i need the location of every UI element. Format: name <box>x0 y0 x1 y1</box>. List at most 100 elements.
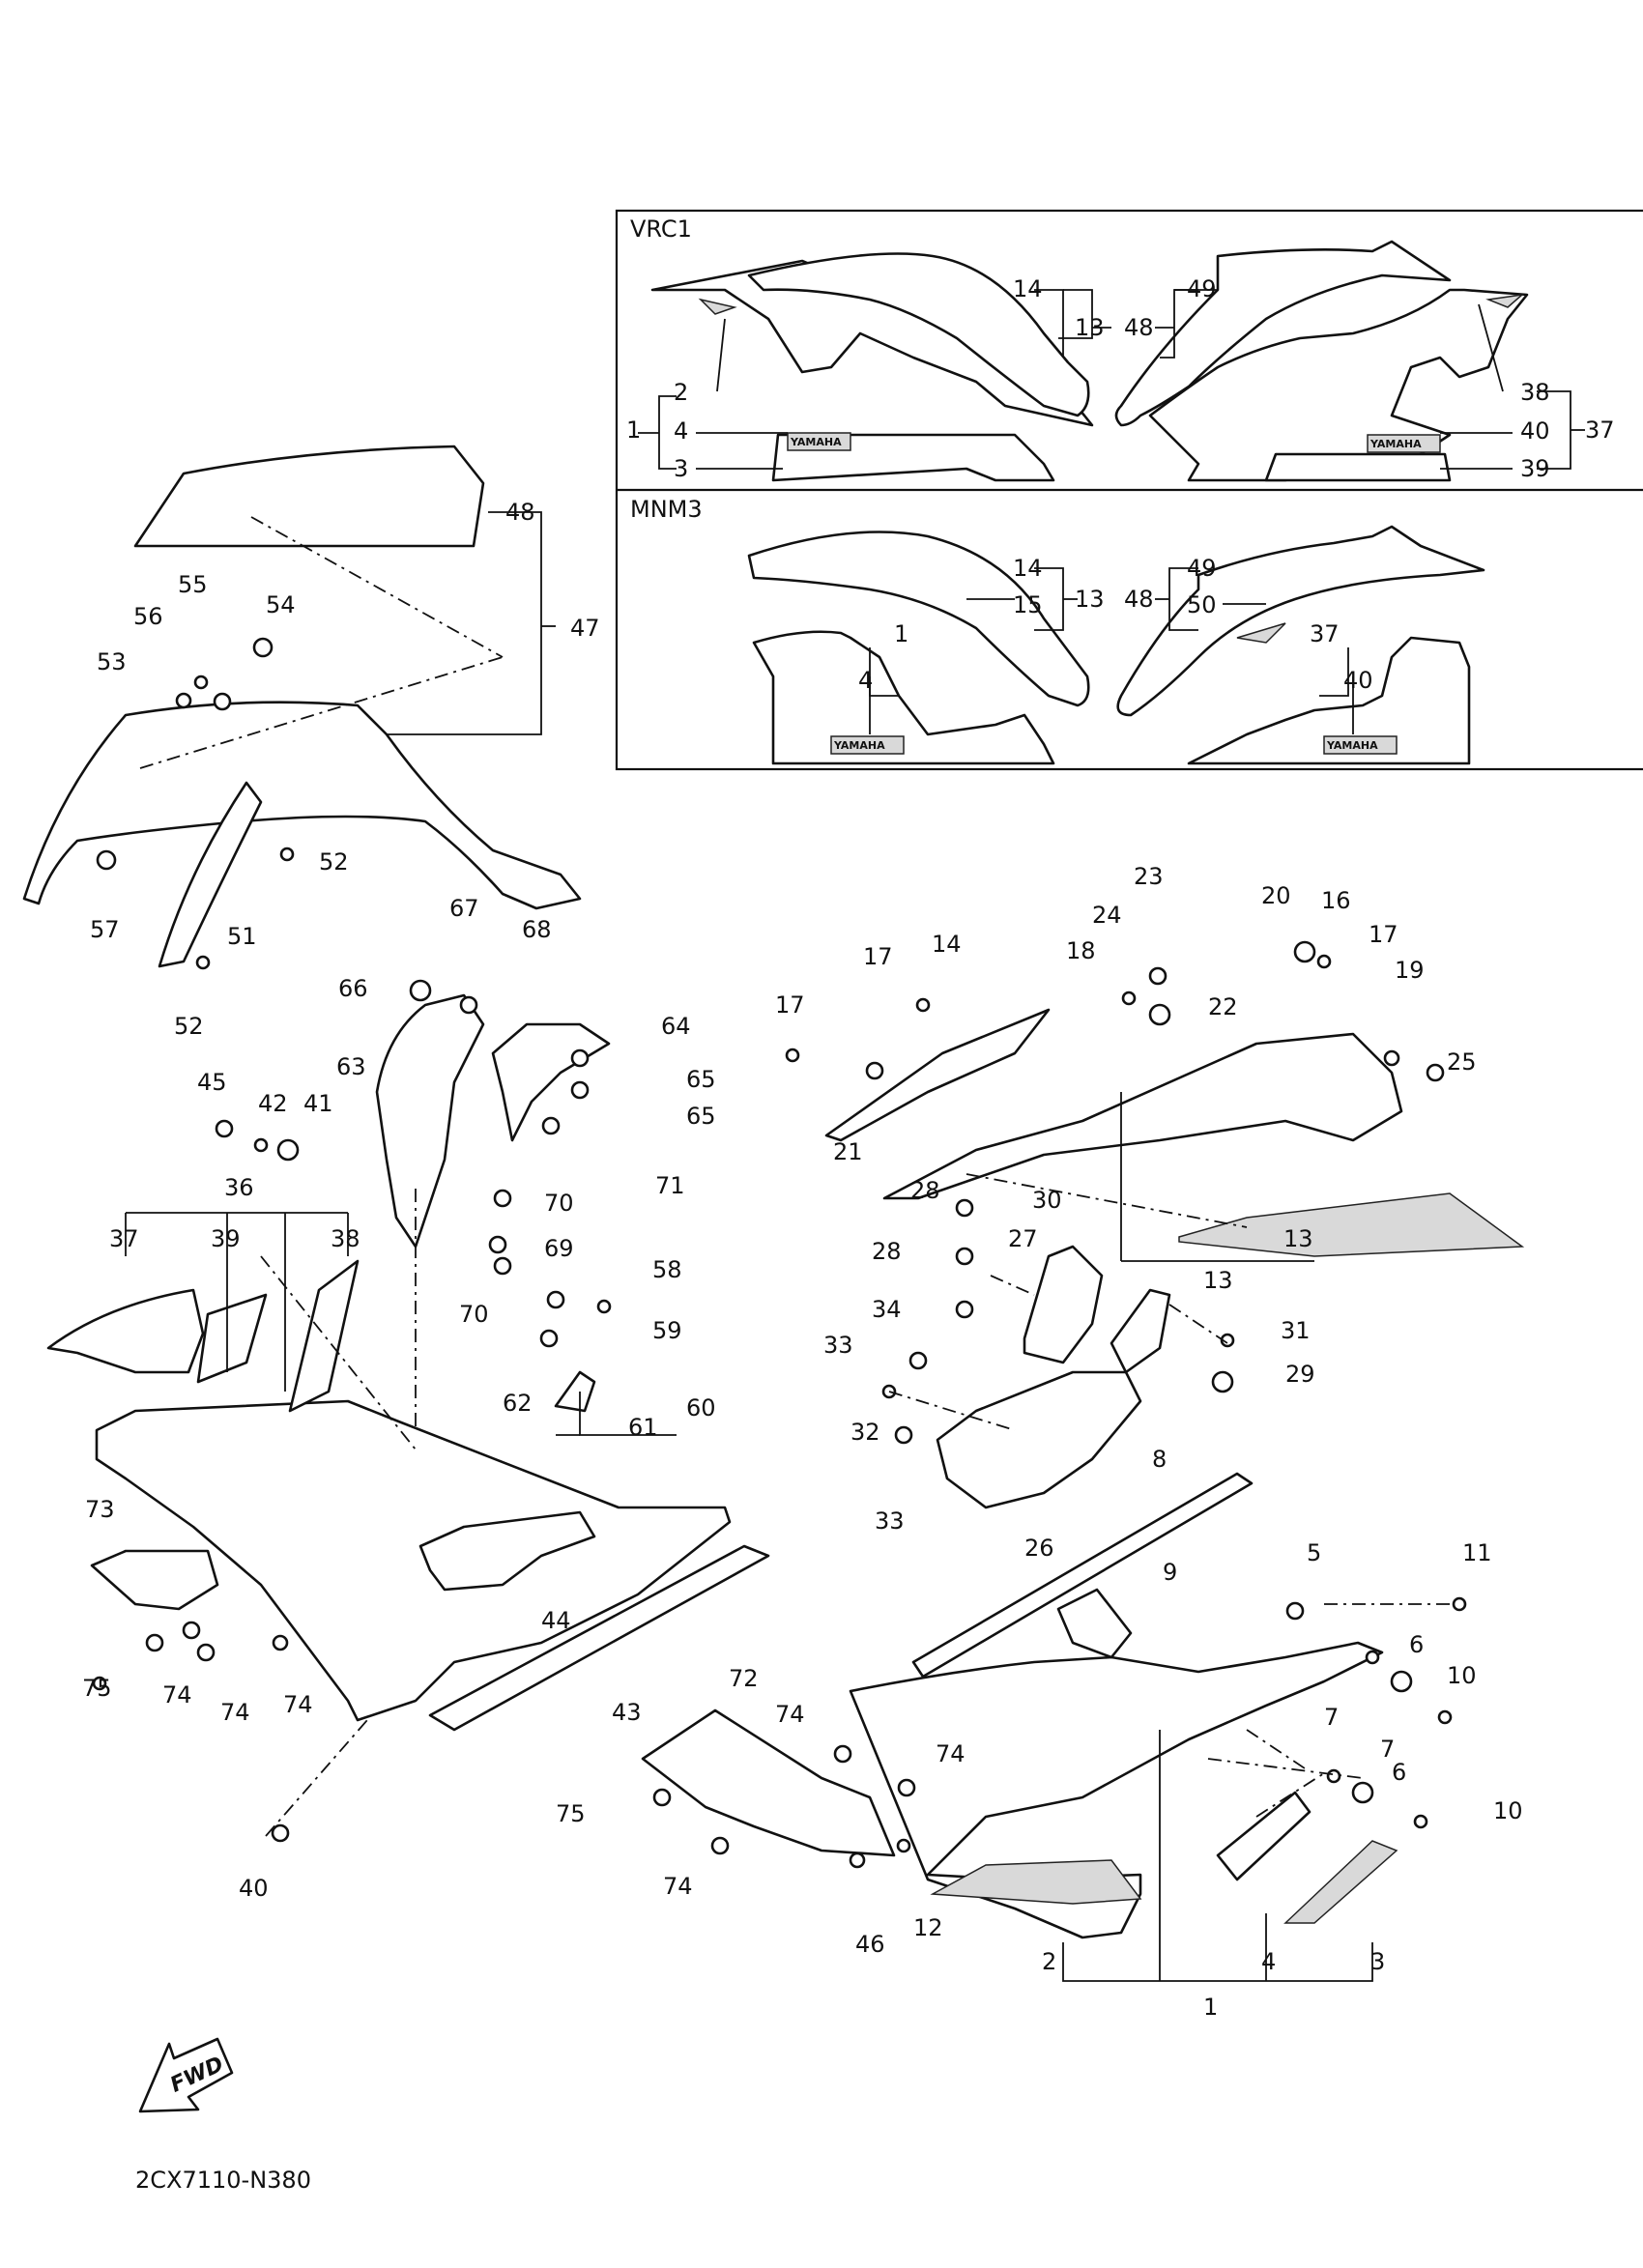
callout-16: 14 <box>932 931 962 958</box>
callout-57: 57 <box>90 916 120 943</box>
decal-3 <box>1283 1840 1398 1924</box>
callout-51: 51 <box>227 923 257 950</box>
mnm3-label-37: 37 <box>1310 620 1340 647</box>
vrc1-label-48: 48 <box>1124 314 1154 341</box>
callout-67: 67 <box>449 895 479 922</box>
fwd-arrow: FWD <box>138 2037 234 2113</box>
callout-41: 40 <box>239 1875 269 1902</box>
callout-9: 9 <box>1163 1559 1177 1586</box>
mnm3-label-1: 1 <box>894 620 908 647</box>
lower-fairing-1 <box>849 1641 1384 1939</box>
duct-28 <box>936 1370 1142 1509</box>
callout-13: 13 <box>1203 1267 1233 1294</box>
air-duct-45 <box>418 1510 596 1592</box>
callout-25: 23 <box>1134 863 1164 890</box>
callout-48: 47 <box>570 615 600 642</box>
vrc1-left-cowl: YAMAHA <box>650 252 1094 482</box>
callout-72: 72 <box>729 1665 759 1692</box>
callout-74-e: 74 <box>936 1740 966 1767</box>
callout-labels: 48 47 55 56 53 54 52 57 51 52 67 68 66 6… <box>82 499 1523 2021</box>
callout-43: 42 <box>258 1090 288 1117</box>
callout-55: 55 <box>178 571 208 598</box>
callout-26: 24 <box>1092 902 1122 929</box>
vrc1-label-39: 39 <box>1520 455 1550 482</box>
decal-4-yamaha <box>1216 1791 1312 1881</box>
vrc1-right-cowl: YAMAHA <box>1114 240 1529 482</box>
callout-74-f: 74 <box>663 1873 693 1900</box>
callout-3: 3 <box>1370 1948 1385 1975</box>
callout-60: 60 <box>686 1394 716 1421</box>
side-fairing-22 <box>882 1032 1403 1200</box>
bracket-31 <box>1110 1288 1171 1374</box>
callout-7-b: 7 <box>1380 1736 1395 1763</box>
decal-39 <box>288 1259 360 1413</box>
callout-61: 61 <box>628 1414 658 1441</box>
vrc1-label-40: 40 <box>1520 417 1550 445</box>
callout-73: 73 <box>85 1496 115 1523</box>
callout-63: 63 <box>336 1053 366 1080</box>
callout-70-a: 70 <box>544 1190 574 1217</box>
callout-33: 31 <box>1281 1317 1311 1344</box>
callout-6-b: 6 <box>1392 1759 1406 1786</box>
callout-17: 16 <box>1321 887 1351 914</box>
main-parts <box>22 445 1525 1939</box>
variant-code-mnm3: MNM3 <box>630 496 703 523</box>
callout-31: 29 <box>1285 1361 1315 1388</box>
callout-52-upper: 52 <box>319 848 349 876</box>
callout-45: 44 <box>541 1607 571 1634</box>
mnm3-label-4: 4 <box>858 667 873 694</box>
decal-2 <box>930 1859 1142 1905</box>
inner-cowl-51 <box>158 781 263 968</box>
callout-40: 39 <box>211 1225 241 1252</box>
callout-65-a: 65 <box>686 1066 716 1093</box>
callout-7-a: 7 <box>1324 1704 1339 1731</box>
vrc1-label-14: 14 <box>1013 275 1043 302</box>
bracket-63 <box>375 993 485 1249</box>
callout-11: 11 <box>1462 1539 1492 1566</box>
mnm3-label-15: 15 <box>1013 591 1043 618</box>
callout-47: 46 <box>855 1931 885 1958</box>
callout-20: 18 <box>1066 937 1096 964</box>
mnm3-leaders <box>869 567 1354 734</box>
callout-19-b: 17 <box>775 991 805 1019</box>
callout-74-c: 74 <box>283 1691 313 1718</box>
callout-39: 38 <box>331 1225 360 1252</box>
callout-66: 66 <box>338 975 368 1002</box>
callout-74-a: 74 <box>162 1681 192 1708</box>
callout-75-right: 75 <box>556 1800 586 1827</box>
mnm3-label-14: 14 <box>1013 555 1043 582</box>
callout-35-b: 33 <box>875 1507 905 1535</box>
callout-36: 34 <box>872 1296 902 1323</box>
vrc1-label-38: 38 <box>1520 379 1550 406</box>
callout-69: 69 <box>544 1235 574 1262</box>
decal-brand-mnm3-left: YAMAHA <box>833 739 885 752</box>
callout-68: 68 <box>522 916 552 943</box>
leader-lines <box>125 511 1373 1982</box>
callout-21: 19 <box>1395 957 1425 984</box>
callout-58: 58 <box>652 1256 682 1283</box>
mnm3-label-50: 50 <box>1187 591 1217 618</box>
callout-44: 43 <box>612 1699 642 1726</box>
upper-fairing-right <box>824 1008 1051 1142</box>
callout-1: 1 <box>1203 1994 1218 2021</box>
callout-23: 21 <box>833 1138 863 1165</box>
callout-71: 71 <box>655 1172 685 1199</box>
decal-14 <box>1178 1192 1525 1257</box>
assembly-lines <box>139 516 1455 1837</box>
callout-56: 56 <box>133 603 163 630</box>
fasteners <box>92 637 1467 1869</box>
vrc1-label-3: 3 <box>674 455 688 482</box>
callout-19-a: 17 <box>863 943 893 970</box>
callout-46: 45 <box>197 1069 227 1096</box>
mnm3-left-cowl: YAMAHA <box>747 531 1090 765</box>
side-panel-38 <box>46 1288 205 1374</box>
callout-65-b: 65 <box>686 1103 716 1130</box>
bracket-73 <box>90 1549 219 1611</box>
callout-35-a: 33 <box>823 1332 853 1359</box>
vrc1-label-13: 13 <box>1075 314 1105 341</box>
callout-10-a: 10 <box>1447 1662 1477 1689</box>
callout-28: 26 <box>1024 1535 1054 1562</box>
mnm3-label-48: 48 <box>1124 586 1154 613</box>
callout-74-b: 74 <box>220 1699 250 1726</box>
